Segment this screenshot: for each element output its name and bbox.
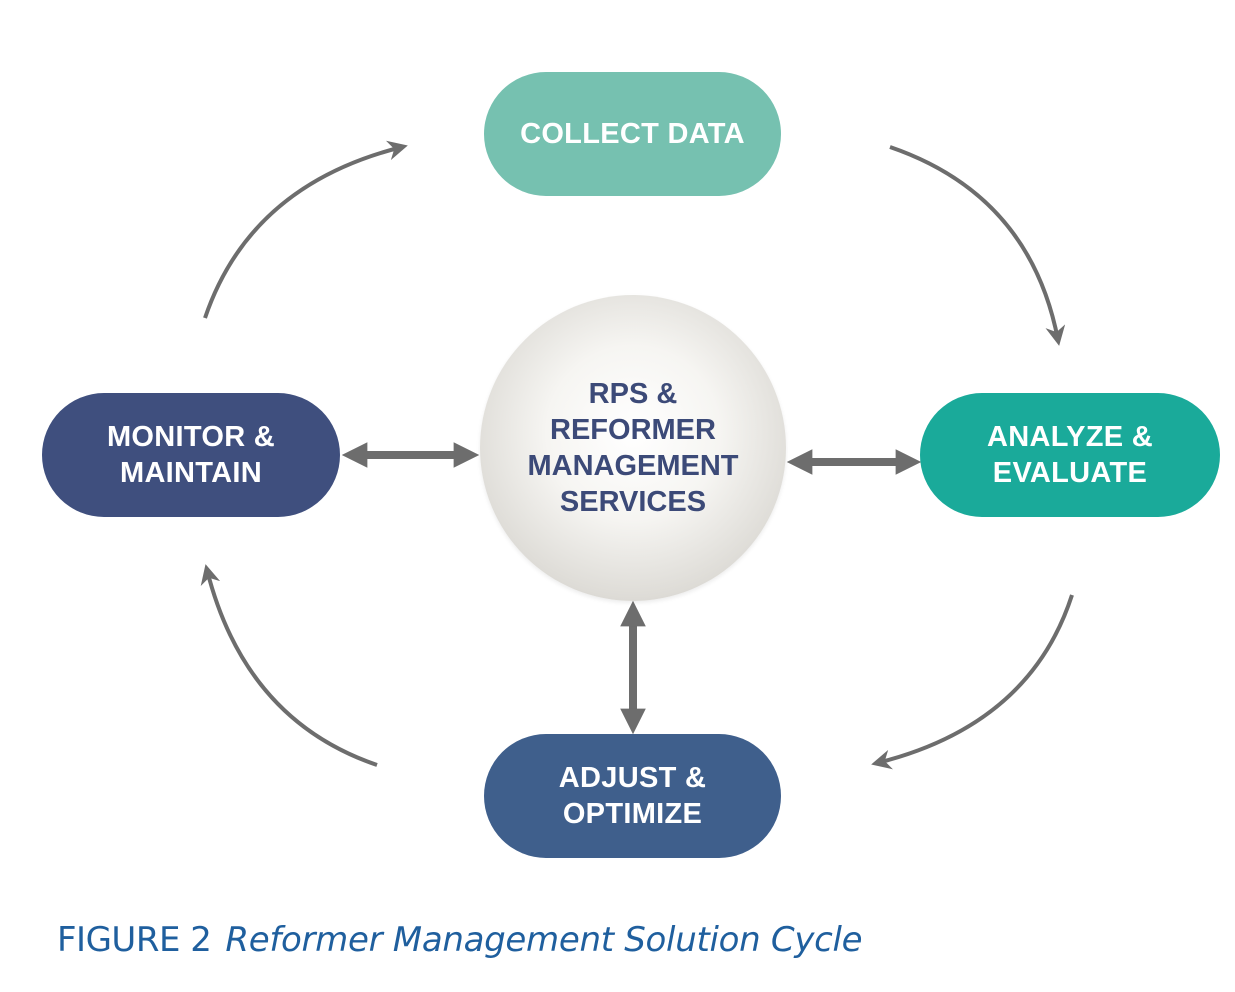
center-label-line3: MANAGEMENT bbox=[527, 450, 739, 482]
cycle-arrow-adjust-to-monitor bbox=[200, 564, 378, 767]
analyze-evaluate-node: ANALYZE & EVALUATE bbox=[920, 393, 1220, 517]
cycle-arrow-collect-to-analyze bbox=[889, 145, 1066, 346]
adjust-optimize-label-line2: OPTIMIZE bbox=[562, 798, 703, 830]
figure-number: FIGURE 2 bbox=[57, 920, 212, 960]
analyze-evaluate-label-line2: EVALUATE bbox=[992, 457, 1148, 489]
center-label-line4: SERVICES bbox=[559, 486, 707, 518]
monitor-maintain-node: MONITOR & MAINTAIN bbox=[42, 393, 340, 517]
cycle-arrow-analyze-to-adjust bbox=[871, 594, 1074, 770]
monitor-maintain-label-line2: MAINTAIN bbox=[119, 457, 262, 489]
cycle-arrow-monitor-to-collect bbox=[203, 140, 408, 319]
center-label-line1: RPS & bbox=[588, 378, 678, 410]
adjust-optimize-label-line1: ADJUST & bbox=[558, 762, 707, 794]
analyze-evaluate-label-line1: ANALYZE & bbox=[987, 421, 1153, 453]
figure-title: Reformer Management Solution Cycle bbox=[225, 920, 863, 960]
monitor-maintain-label-line1: MONITOR & bbox=[106, 421, 276, 453]
center-label-line2: REFORMER bbox=[550, 414, 716, 446]
figure-caption: FIGURE 2 Reformer Management Solution Cyc… bbox=[57, 920, 863, 960]
center-hub-circle: RPS & REFORMER MANAGEMENT SERVICES bbox=[480, 295, 786, 601]
adjust-optimize-node: ADJUST & OPTIMIZE bbox=[484, 734, 781, 858]
collect-data-label: COLLECT DATA bbox=[520, 118, 745, 150]
collect-data-node: COLLECT DATA bbox=[484, 72, 781, 196]
